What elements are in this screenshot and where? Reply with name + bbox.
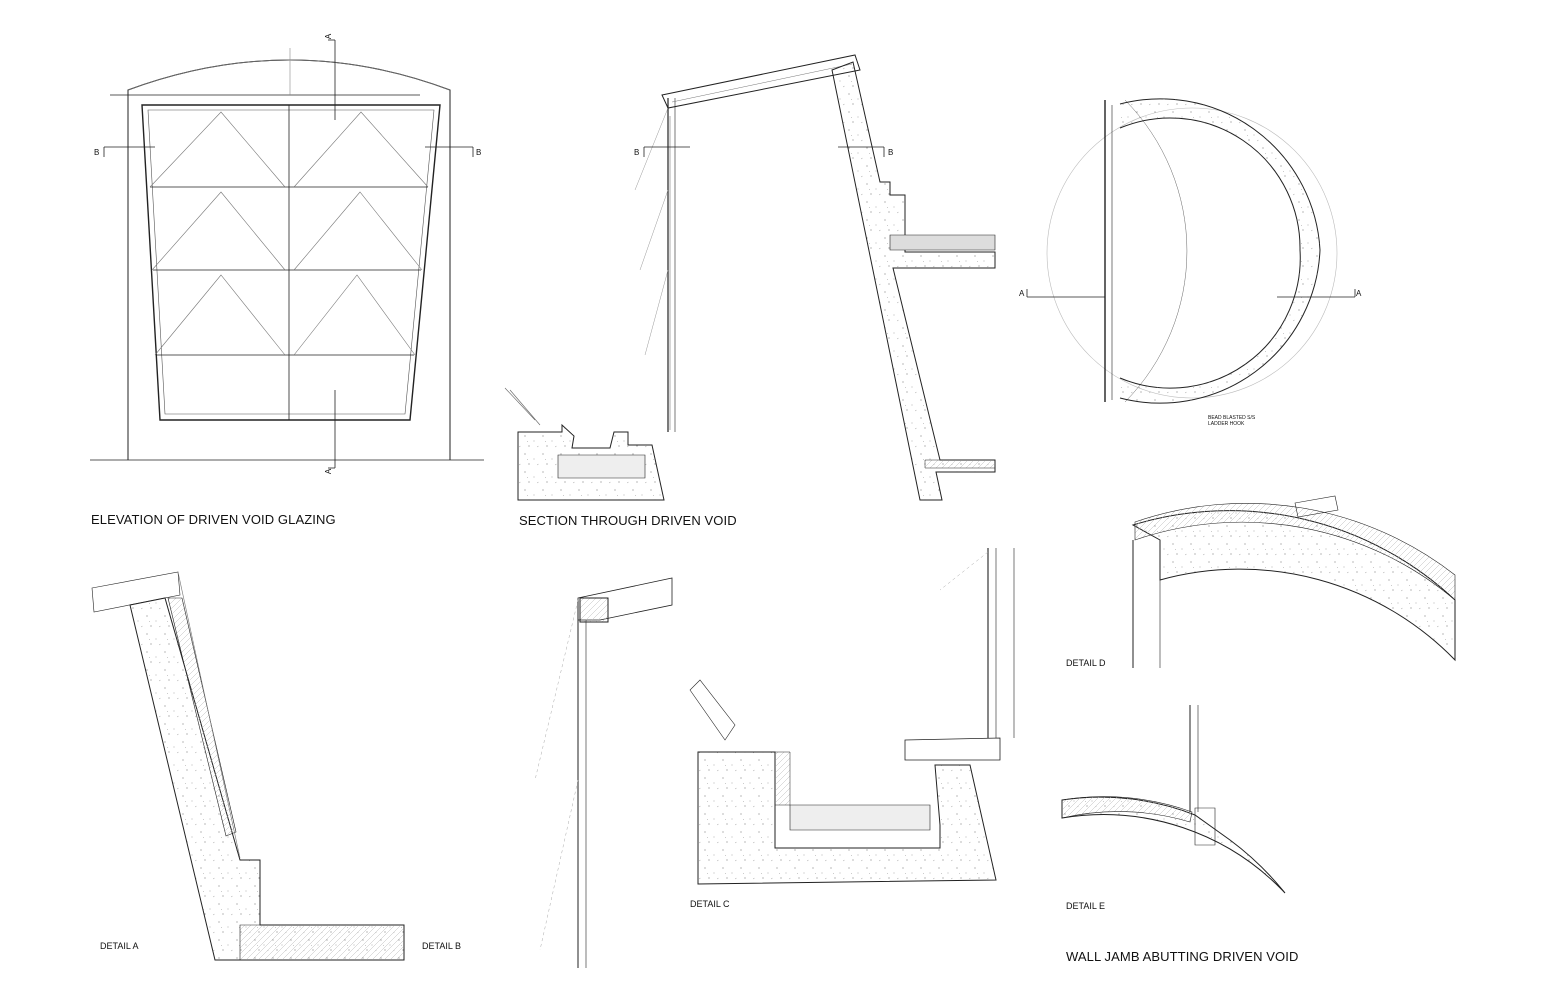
- elevation-title: ELEVATION OF DRIVEN VOID GLAZING: [91, 512, 336, 527]
- ladder-hook-annotation-line2: LADDER HOOK: [1208, 421, 1245, 427]
- ladder-hook-annotation-line1: BEAD BLASTED S/S: [1208, 415, 1256, 421]
- detail-b-label: DETAIL B: [422, 941, 462, 951]
- detail-a-b-drawing: [91, 571, 405, 961]
- detail-c-drawing: [689, 548, 1015, 885]
- detail-b-glazing-drawing: [534, 577, 673, 968]
- section-mark-a-bottom: A: [324, 468, 334, 475]
- elevation-drawing: [90, 39, 484, 469]
- detail-e-label: DETAIL E: [1066, 901, 1106, 911]
- detail-d-label: DETAIL D: [1066, 658, 1106, 668]
- section-mark-a-plan-right: A: [1356, 289, 1362, 298]
- section-title: SECTION THROUGH DRIVEN VOID: [519, 513, 737, 528]
- section-mark-b-left: B: [94, 148, 100, 157]
- section-mark-b-right: B: [476, 148, 482, 157]
- plan-drawing: [1026, 98, 1356, 404]
- section-mark-b-section-right: B: [888, 148, 894, 157]
- section-mark-a-top: A: [324, 33, 334, 40]
- section-mark-b-section-left: B: [634, 148, 640, 157]
- section-drawing: [504, 54, 996, 501]
- detail-d-drawing: [1131, 495, 1456, 668]
- wall-jamb-title: WALL JAMB ABUTTING DRIVEN VOID: [1066, 949, 1299, 964]
- section-mark-a-plan-left: A: [1019, 289, 1025, 298]
- detail-e-drawing: [1061, 705, 1286, 894]
- detail-c-label: DETAIL C: [690, 899, 730, 909]
- detail-a-label: DETAIL A: [100, 941, 139, 951]
